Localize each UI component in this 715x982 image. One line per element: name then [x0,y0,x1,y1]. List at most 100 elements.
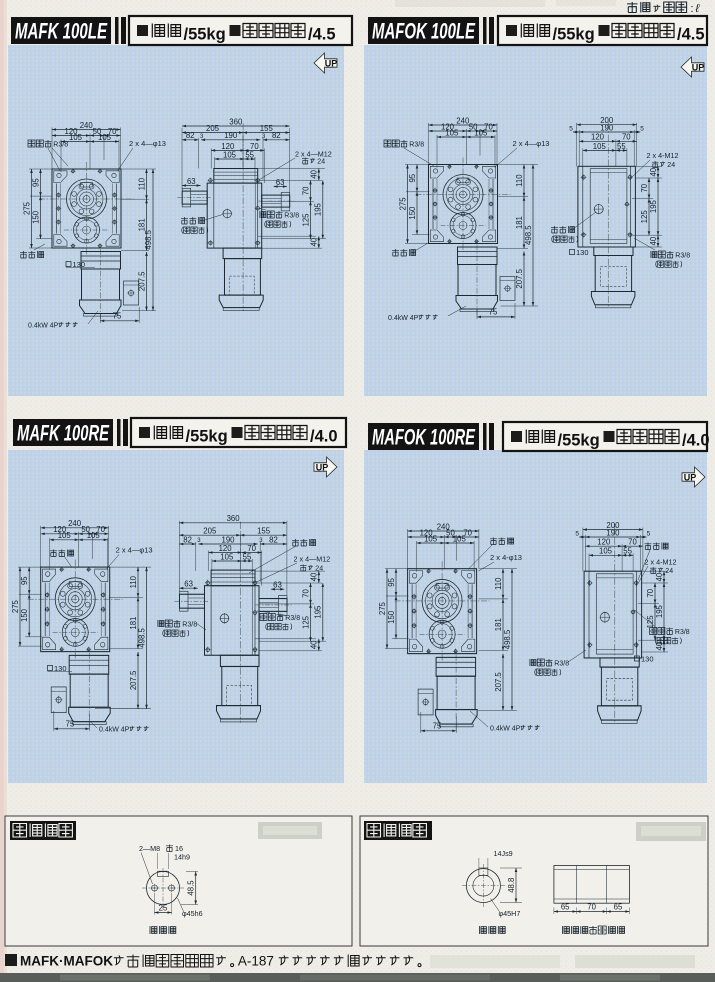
svg-text:UP: UP [692,62,705,72]
svg-text:2 x 4—φ13: 2 x 4—φ13 [116,546,153,555]
svg-text::: : [691,3,694,15]
svg-text:50: 50 [81,525,90,534]
svg-text:240: 240 [68,519,82,528]
svg-text:498.5: 498.5 [144,229,153,249]
svg-text:2 x 4—φ13: 2 x 4—φ13 [513,139,550,148]
svg-text:R3/8: R3/8 [182,622,197,629]
svg-text:110: 110 [129,575,138,588]
svg-text:65: 65 [614,902,623,911]
svg-text:70: 70 [463,528,472,537]
svg-text:24: 24 [317,159,325,166]
svg-text:MAFK 100LE: MAFK 100LE [15,19,108,44]
svg-text:498.5: 498.5 [137,627,146,647]
svg-text:125: 125 [646,615,655,629]
svg-text:φ45H7: φ45H7 [499,909,521,918]
svg-text:50: 50 [93,127,102,136]
svg-text:150: 150 [387,610,396,624]
svg-text:130: 130 [576,248,589,257]
svg-text:2 x 4—φ13: 2 x 4—φ13 [129,139,166,148]
svg-text:2 x 4—M12: 2 x 4—M12 [294,555,331,564]
svg-text:55: 55 [245,150,254,159]
svg-text:A-187: A-187 [238,954,274,969]
svg-text:55: 55 [617,142,626,151]
svg-text:63: 63 [187,177,196,186]
svg-text:/4.5: /4.5 [677,26,705,44]
svg-text:3: 3 [262,134,266,140]
svg-text:R3/8: R3/8 [285,615,300,622]
svg-text:190: 190 [221,535,235,544]
svg-text:2—M8: 2—M8 [139,844,160,853]
svg-text:82: 82 [183,535,192,544]
svg-text:MAFK·MAFOK: MAFK·MAFOK [20,954,113,969]
svg-text:275: 275 [22,201,31,215]
svg-text:130: 130 [73,260,86,269]
svg-text:105: 105 [593,142,607,151]
svg-text:75: 75 [489,308,498,317]
svg-text:70: 70 [484,122,493,131]
svg-text:24: 24 [665,568,673,575]
svg-text:5: 5 [647,530,651,537]
svg-text:130: 130 [641,654,654,663]
svg-text:/55kg: /55kg [558,432,600,450]
svg-text:498.5: 498.5 [503,629,512,649]
svg-text:/55kg: /55kg [186,428,228,446]
svg-text:55: 55 [623,547,632,556]
svg-text:207.5: 207.5 [494,672,503,692]
svg-text:181: 181 [137,218,146,231]
svg-text:65: 65 [561,902,570,911]
svg-text:40: 40 [310,572,319,581]
svg-text:125: 125 [301,615,310,629]
svg-text:25: 25 [159,903,168,912]
svg-text:120: 120 [420,528,434,537]
svg-text:70: 70 [646,588,655,597]
svg-text:155: 155 [257,527,271,536]
svg-text:150: 150 [408,206,417,220]
svg-text:275: 275 [378,601,387,615]
svg-text:120: 120 [221,142,235,151]
svg-text:63: 63 [273,581,282,590]
svg-text:120: 120 [219,544,233,553]
svg-text:240: 240 [80,121,94,130]
svg-text:360: 360 [229,117,243,126]
svg-text:/55kg: /55kg [184,26,226,44]
svg-text:207.5: 207.5 [129,670,138,690]
svg-text:207.5: 207.5 [515,268,524,288]
svg-text:MAFOK 100LE: MAFOK 100LE [372,19,476,44]
svg-text:R3/8: R3/8 [53,142,68,149]
svg-text:/4.5: /4.5 [308,26,336,44]
svg-text:95: 95 [31,178,40,187]
svg-text:125: 125 [301,213,310,227]
svg-text:50: 50 [446,528,455,537]
svg-text:R3/8: R3/8 [409,142,424,149]
svg-text:105: 105 [87,531,101,540]
svg-text:16: 16 [175,844,183,853]
svg-text:82: 82 [272,131,281,140]
svg-text:70: 70 [247,544,256,553]
svg-text:82: 82 [186,131,195,140]
svg-text:190: 190 [224,131,238,140]
svg-text:50: 50 [469,122,478,131]
svg-text:130: 130 [54,664,67,673]
svg-text:2 x 4-M12: 2 x 4-M12 [645,558,677,567]
svg-text:181: 181 [129,617,138,630]
svg-text:70: 70 [587,902,596,911]
svg-text:105: 105 [453,534,467,543]
svg-text:5: 5 [640,125,644,132]
svg-text:φ45h6: φ45h6 [182,909,203,918]
svg-text:205: 205 [206,124,220,133]
svg-text:150: 150 [31,210,40,224]
svg-text:40: 40 [649,236,658,245]
svg-text:3: 3 [200,134,204,140]
svg-text:275: 275 [11,599,20,613]
svg-text:195: 195 [314,605,323,619]
svg-text:200: 200 [600,116,614,125]
svg-text:2 x 4—M12: 2 x 4—M12 [295,150,332,159]
svg-text:48.5: 48.5 [187,880,196,896]
svg-text:498.5: 498.5 [524,225,533,245]
svg-text:40: 40 [310,169,319,178]
svg-text:R3/8: R3/8 [675,629,690,636]
svg-text:63: 63 [184,580,193,589]
svg-text:63: 63 [276,178,285,187]
svg-text:205: 205 [203,527,217,536]
svg-text:120: 120 [441,122,455,131]
